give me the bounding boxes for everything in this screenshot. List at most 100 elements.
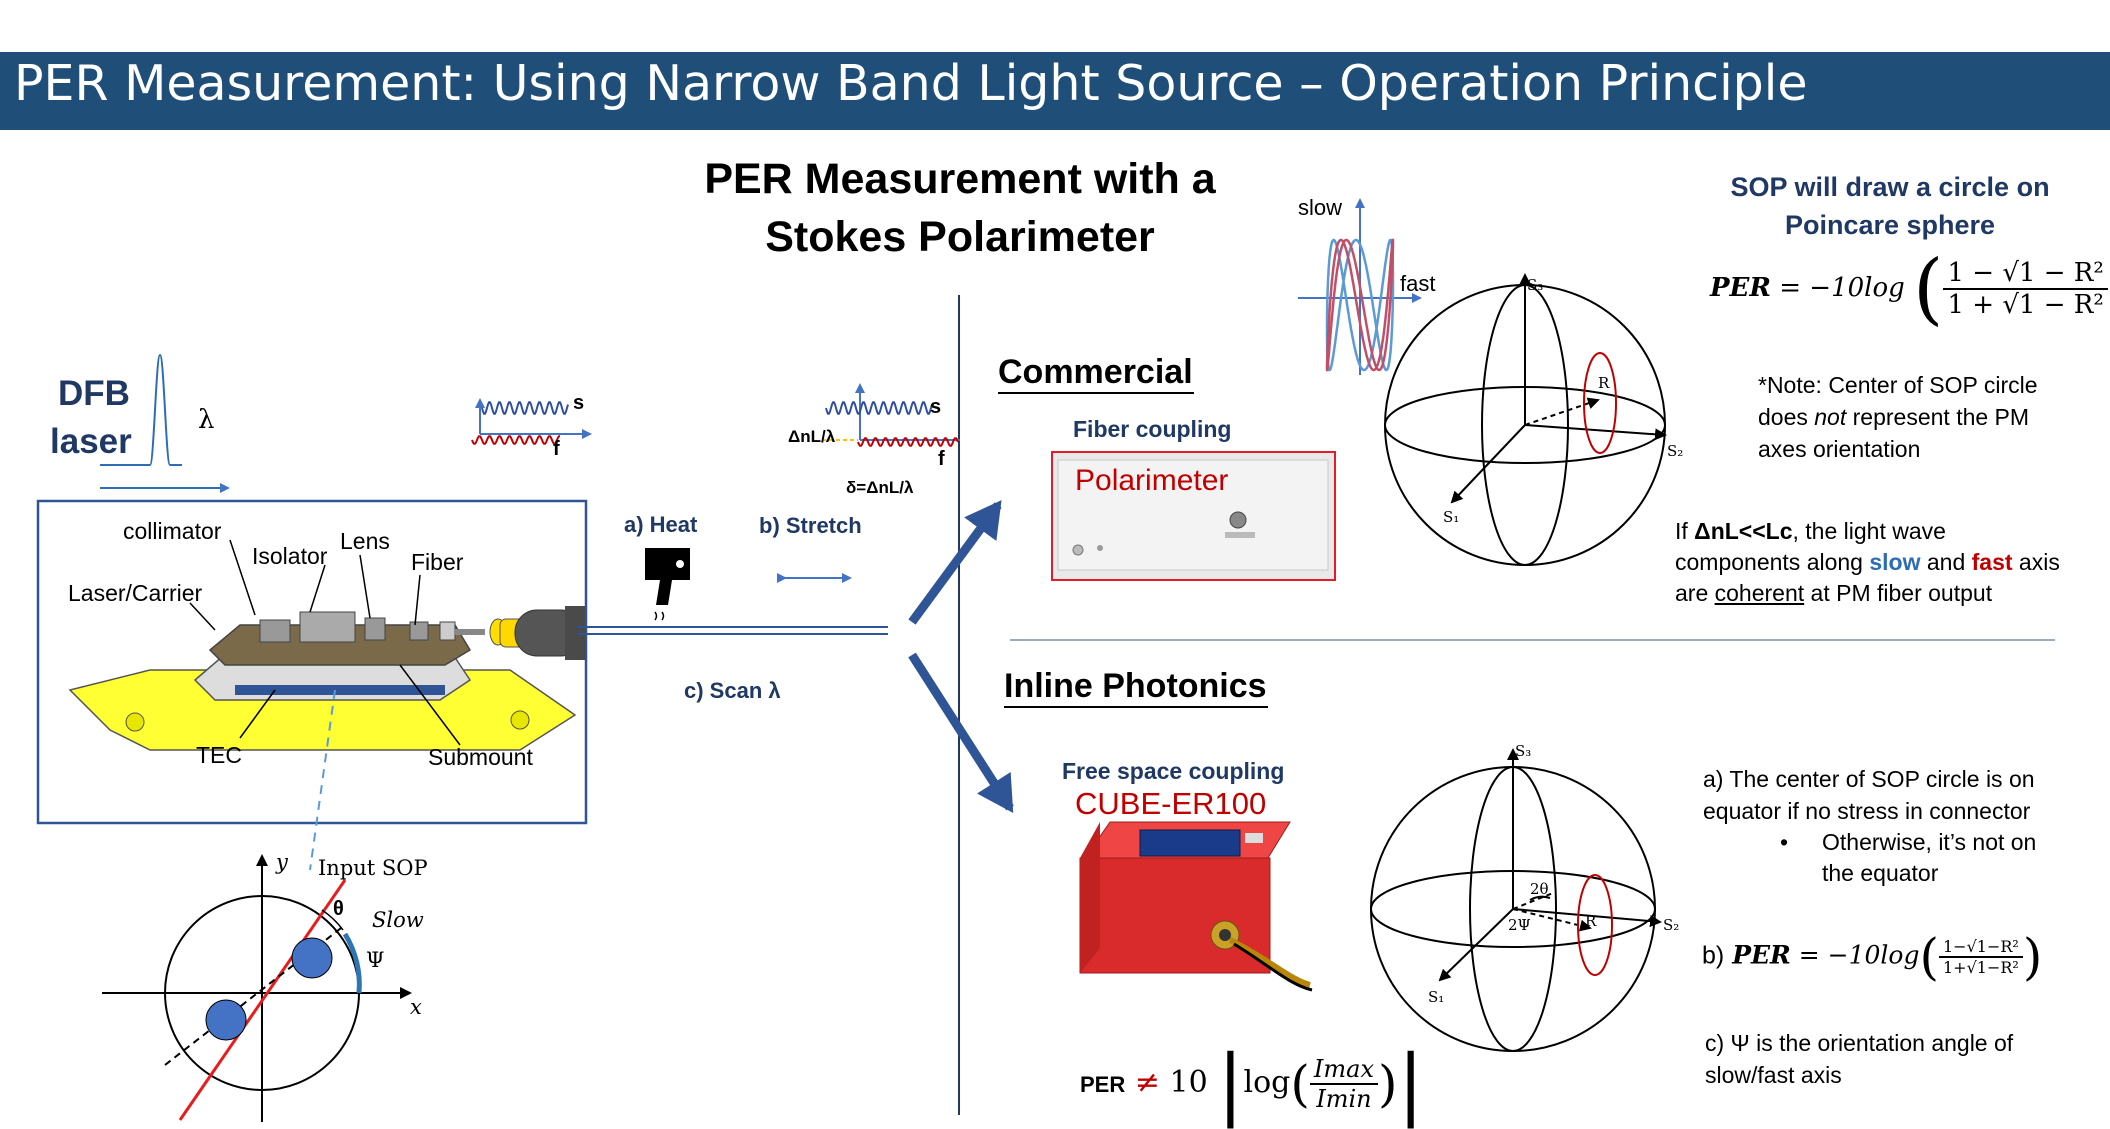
sop-circle-heading-1: SOP will draw a circle on	[1730, 172, 2050, 202]
delta-label: δ=ΔnL/λ	[846, 478, 914, 497]
module-leaders	[189, 539, 461, 746]
dfb-label-line2: laser	[50, 422, 132, 461]
coh2-mid: and	[1920, 549, 1972, 575]
sphere-top-s3: S₃	[1527, 276, 1544, 294]
heat-gun-icon	[645, 548, 690, 621]
sphere-bottom-s1: S₁	[1428, 988, 1445, 1006]
lissajous-slow: slow	[1298, 195, 1343, 220]
note-a-sub-1: Otherwise, it’s not on	[1822, 829, 2037, 855]
poincare-sphere-bottom	[1370, 748, 1662, 1052]
slide-title: PER Measurement: Using Narrow Band Light…	[14, 55, 1808, 112]
coh3-underlined: coherent	[1714, 580, 1805, 606]
poincare-sphere-top	[1384, 273, 1667, 566]
note-line-2-pre: does	[1758, 404, 1815, 430]
per-formula-bottom-den: 1+√1−R²	[1943, 958, 2019, 977]
lissajous-figure	[1298, 198, 1422, 375]
action-heat: a) Heat	[624, 512, 698, 537]
per-formula-top-num: 1 − √1 − R²	[1943, 258, 2108, 290]
sop-circle-heading-2: Poincare sphere	[1784, 210, 1996, 240]
main-heading-line2: Stokes Polarimeter	[765, 213, 1155, 261]
sphere-top-s2: S₂	[1667, 442, 1684, 460]
sphere-bottom-r: R	[1585, 912, 1597, 930]
abs-close: |	[1397, 1039, 1424, 1129]
coh2-post: axis	[2012, 549, 2060, 575]
coh2-pre: components along	[1675, 549, 1870, 575]
coherence-line-2: components along slow and fast axis	[1675, 549, 2060, 576]
per-neq-log: log	[1243, 1065, 1291, 1100]
commercial-title: Commercial	[998, 353, 1193, 391]
sop-x-label: x	[410, 995, 422, 1019]
laser-module-drawing	[68, 606, 586, 751]
per-formula-top-eq: = −10log	[1779, 273, 1905, 303]
abs-open: |	[1217, 1039, 1244, 1129]
note-line-2-post: represent the PM	[1846, 404, 2030, 430]
sop-axes-plot	[102, 854, 412, 1122]
wave-group-1	[471, 398, 592, 445]
note-a-sub-2: the equator	[1822, 860, 1939, 886]
free-space-coupling-label: Free space coupling	[1062, 758, 1285, 784]
main-heading-line1: PER Measurement with a	[704, 155, 1216, 203]
polarimeter-label: Polarimeter	[1075, 464, 1229, 497]
sphere-bottom-s2: S₂	[1663, 916, 1680, 934]
note-c-line-2: slow/fast axis	[1705, 1062, 1842, 1088]
wave2-f-label: f	[938, 448, 945, 470]
per-formula-top-lhs: PER	[1710, 273, 1771, 303]
paren-open: (	[1913, 244, 1944, 334]
title-bar	[0, 52, 2110, 130]
note-a-line-2: equator if no stress in connector	[1703, 798, 2031, 824]
per-formula-bottom-num: 1−√1−R²	[1939, 937, 2023, 958]
lissajous-fast: fast	[1400, 271, 1436, 296]
coh3-post: at PM fiber output	[1804, 580, 1993, 606]
input-sop-label: Input SOP	[318, 856, 428, 880]
wave1-s-label: s	[573, 392, 585, 414]
laser-module-box	[36, 499, 588, 825]
note-c-line-1: c) Ψ is the orientation angle of	[1705, 1030, 2014, 1056]
note-a-line-1: a) The center of SOP circle is on	[1703, 766, 2035, 792]
paren-open-2: (	[1290, 1055, 1310, 1113]
slow-axis-label: Slow	[372, 908, 424, 932]
per-formula-top-den: 1 + √1 − R²	[1947, 290, 2104, 320]
sphere-top-r: R	[1598, 374, 1610, 392]
psi-label: Ψ	[366, 948, 385, 972]
label-submount: Submount	[428, 744, 533, 770]
paren-open-3: (	[1919, 928, 1939, 986]
per-neq-den: Imin	[1316, 1085, 1372, 1113]
note-a-bullet: •	[1780, 829, 1789, 855]
per-neq-num: Imax	[1309, 1055, 1378, 1085]
b-prefix: b)	[1702, 941, 1725, 970]
label-lens: Lens	[340, 528, 390, 554]
note-line-3: axes orientation	[1758, 436, 1921, 462]
input-sop-leader	[309, 689, 336, 871]
dfb-lambda: λ	[198, 405, 215, 435]
paren-close-3: )	[2022, 928, 2043, 986]
coherence-line-3: are coherent at PM fiber output	[1675, 580, 1992, 607]
per-neq-ten: 10	[1169, 1065, 1208, 1100]
label-isolator: Isolator	[252, 543, 328, 569]
arrow-to-commercial	[908, 500, 1002, 625]
paren-close: )	[2108, 244, 2110, 334]
coh2-fast: fast	[1971, 549, 2013, 575]
dfb-label-line1: DFB	[58, 374, 130, 413]
per-formula-bottom-lhs: PER	[1732, 940, 1791, 970]
per-neq-symbol: ≠	[1134, 1065, 1160, 1100]
cube-er100-label: CUBE-ER100	[1075, 786, 1267, 821]
dnl-label: ΔnL/λ	[788, 427, 836, 446]
sphere-top-s1: S₁	[1443, 508, 1460, 526]
sphere-bottom-2psi: 2Ψ	[1508, 916, 1531, 934]
polarimeter-device	[1051, 451, 1336, 581]
per-neq-label: PER	[1080, 1072, 1126, 1097]
wave1-f-label: f	[553, 438, 560, 460]
label-laser-carrier: Laser/Carrier	[68, 580, 203, 606]
note-line-1: *Note: Center of SOP circle	[1758, 372, 2038, 398]
fiber-lines	[578, 626, 888, 635]
coh1-post: , the light wave	[1792, 518, 1946, 544]
cube-device	[1079, 821, 1313, 992]
coh1-bold: ΔnL<<Lc	[1694, 518, 1793, 544]
action-scan: c) Scan λ	[684, 678, 781, 703]
